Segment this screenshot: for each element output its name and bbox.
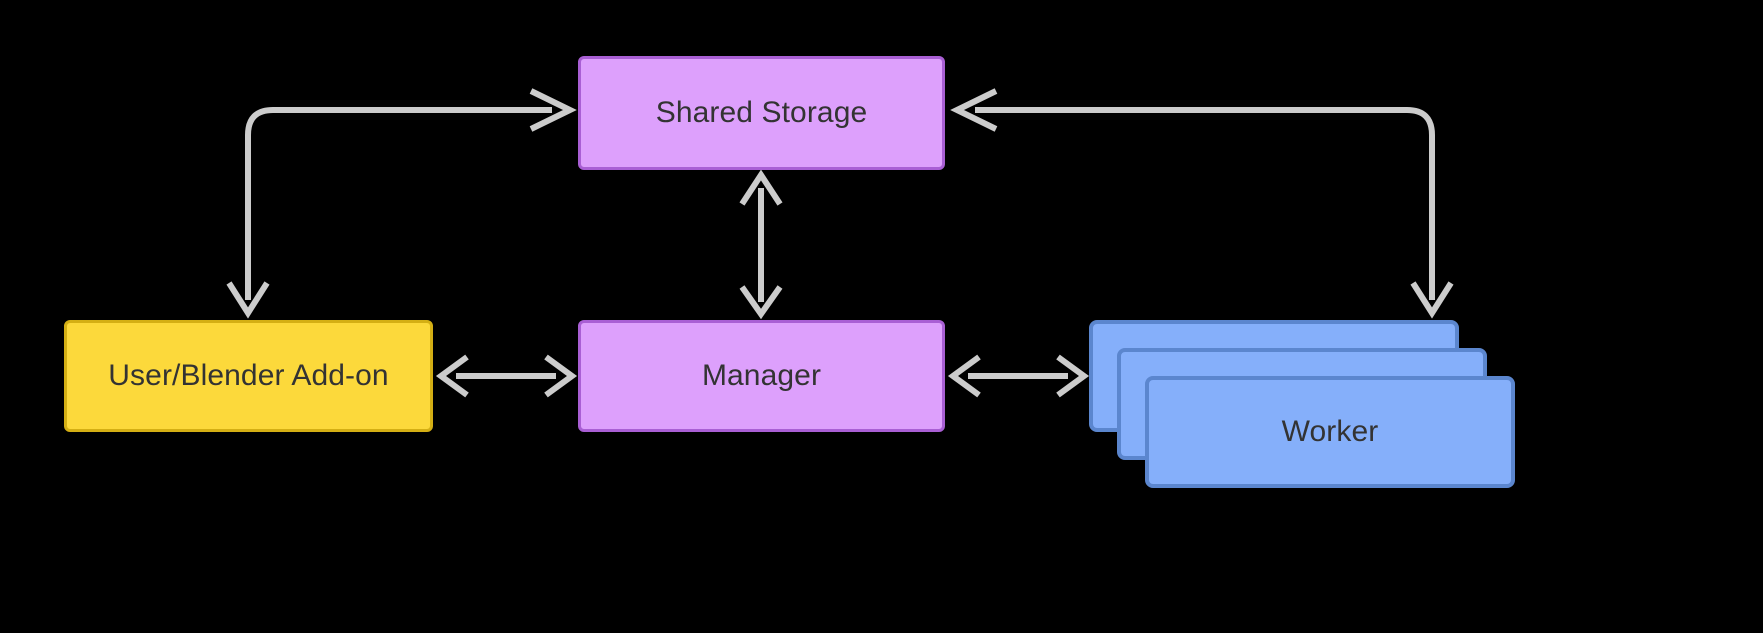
node-user-blender-addon[interactable]: User/Blender Add-on: [64, 320, 433, 432]
arrowhead-right-into-manager: [544, 354, 578, 398]
edge-addon-to-storage-path: [245, 107, 552, 300]
arrowhead-right-into-worker: [1056, 354, 1090, 398]
arrowhead-up-into-storage: [739, 169, 783, 206]
arrowhead-into-storage-left: [529, 88, 577, 132]
node-manager[interactable]: Manager: [578, 320, 945, 432]
arrowhead-into-addon-down: [226, 281, 270, 319]
node-user-blender-addon-label: User/Blender Add-on: [108, 359, 389, 392]
arrowhead-left-into-manager: [947, 354, 981, 398]
node-shared-storage-label: Shared Storage: [655, 96, 868, 129]
node-worker-stack[interactable]: Worker: [1089, 320, 1515, 488]
node-shared-storage[interactable]: Shared Storage: [578, 56, 945, 170]
arrowhead-into-storage-right: [950, 88, 998, 132]
edge-worker-to-storage-path: [975, 107, 1435, 300]
node-worker-front[interactable]: Worker: [1145, 376, 1515, 488]
arrowhead-left-into-addon: [435, 354, 469, 398]
arrowhead-down-into-manager: [739, 285, 783, 320]
arrowhead-into-worker-down: [1410, 281, 1454, 319]
node-manager-label: Manager: [701, 359, 822, 392]
node-worker-label: Worker: [1281, 415, 1379, 448]
